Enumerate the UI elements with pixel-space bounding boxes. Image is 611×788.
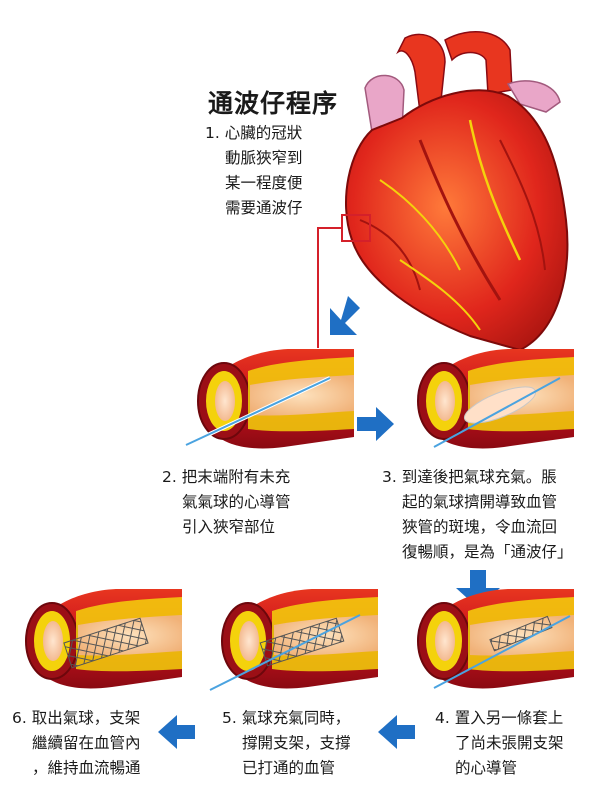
vessel-panel-4 bbox=[418, 589, 574, 688]
step-2-line: 2. 把末端附有未充 bbox=[162, 465, 291, 490]
step-4-line: 4. 置入另一條套上 bbox=[435, 706, 564, 731]
step-5-line: 已打通的血管 bbox=[222, 756, 351, 781]
step-5-caption: 5. 氣球充氣同時， 撐開支架，支撐 已打通的血管 bbox=[222, 706, 351, 781]
step-1-line: 需要通波仔 bbox=[205, 196, 303, 221]
step-6-line: ，維持血流暢通 bbox=[12, 756, 141, 781]
step-5-line: 撐開支架，支撐 bbox=[222, 731, 351, 756]
step-4-caption: 4. 置入另一條套上 了尚未張開支架 的心導管 bbox=[435, 706, 564, 781]
vessel-panel-6 bbox=[26, 589, 182, 688]
step-6-caption: 6. 取出氣球，支架 繼續留在血管內 ，維持血流暢通 bbox=[12, 706, 141, 781]
step-4-line: 的心導管 bbox=[435, 756, 564, 781]
step-3-line: 狹管的斑塊，令血流回 bbox=[382, 515, 573, 540]
arrow-left-icon-2 bbox=[158, 715, 195, 749]
step-3-caption: 3. 到達後把氣球充氣。脹 起的氣球擠開導致血管 狹管的斑塊，令血流回 復暢順，… bbox=[382, 465, 573, 565]
vessel-panel-3 bbox=[418, 349, 574, 448]
page-title: 通波仔程序 bbox=[208, 84, 338, 120]
step-2-caption: 2. 把末端附有未充 氣氣球的心導管 引入狹窄部位 bbox=[162, 465, 291, 540]
vessel-panel-5 bbox=[210, 589, 378, 690]
step-2-line: 引入狹窄部位 bbox=[162, 515, 291, 540]
heart-illustration bbox=[346, 32, 567, 350]
step-1-line: 1. 心臟的冠狀 bbox=[205, 121, 303, 146]
arrow-down-left-icon bbox=[330, 296, 360, 335]
step-6-line: 6. 取出氣球，支架 bbox=[12, 706, 141, 731]
step-3-line: 復暢順，是為「通波仔」 bbox=[382, 540, 573, 565]
step-1-caption: 1. 心臟的冠狀 動脈狹窄到 某一程度便 需要通波仔 bbox=[205, 121, 303, 221]
step-6-line: 繼續留在血管內 bbox=[12, 731, 141, 756]
step-5-line: 5. 氣球充氣同時， bbox=[222, 706, 351, 731]
step-3-line: 3. 到達後把氣球充氣。脹 bbox=[382, 465, 573, 490]
step-4-line: 了尚未張開支架 bbox=[435, 731, 564, 756]
step-1-line: 動脈狹窄到 bbox=[205, 146, 303, 171]
arrow-right-icon-1 bbox=[357, 407, 394, 441]
vessel-panel-2 bbox=[186, 349, 354, 448]
arrow-left-icon-1 bbox=[378, 715, 415, 749]
step-2-line: 氣氣球的心導管 bbox=[162, 490, 291, 515]
step-3-line: 起的氣球擠開導致血管 bbox=[382, 490, 573, 515]
step-1-line: 某一程度便 bbox=[205, 171, 303, 196]
